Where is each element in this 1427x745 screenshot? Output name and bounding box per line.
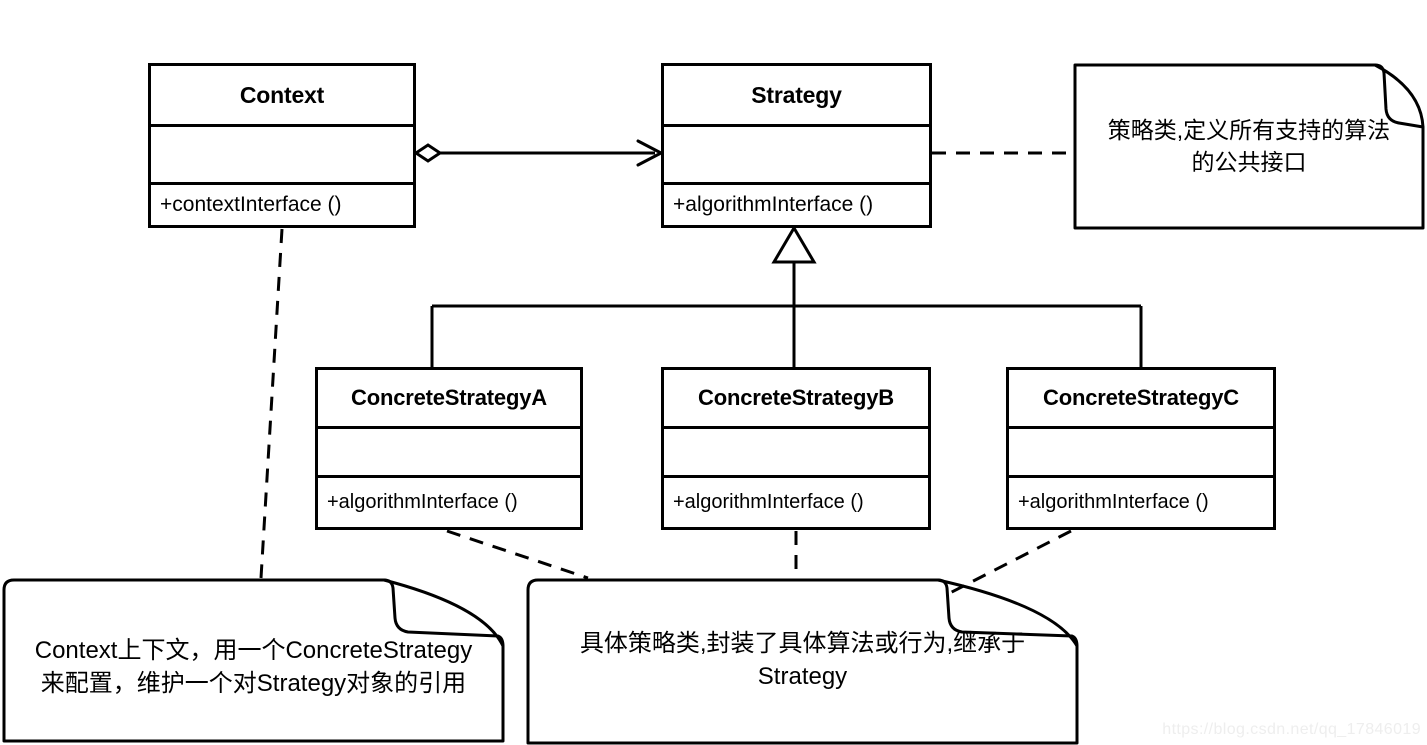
note-fold-icon [1374, 63, 1425, 128]
class-attributes-concrete-strategy-b [664, 426, 928, 475]
aggregation-context-strategy [413, 139, 663, 167]
note-text-concrete-strategy: 具体策略类,封装了具体算法或行为,继承于 Strategy [579, 629, 1026, 690]
class-box-concrete-strategy-c[interactable]: ConcreteStrategyC +algorithmInterface () [1006, 367, 1276, 530]
class-attributes-context [151, 124, 413, 182]
note-text-context: Context上下文，用一个ConcreteStrategy 来配置，维护一个对… [34, 636, 473, 697]
class-box-concrete-strategy-b[interactable]: ConcreteStrategyB +algorithmInterface () [661, 367, 931, 530]
class-name-concrete-strategy-c: ConcreteStrategyC [1043, 385, 1239, 410]
class-operations-concrete-strategy-c: +algorithmInterface () [1009, 475, 1273, 527]
hollow-diamond-icon [413, 143, 443, 163]
class-operations-context: +contextInterface () [151, 182, 413, 225]
note-body-path [2, 578, 505, 743]
watermark-text: https://blog.csdn.net/qq_17846019 [1162, 721, 1421, 738]
class-name-concrete-strategy-a: ConcreteStrategyA [351, 385, 547, 410]
note-shape-concrete [526, 578, 1079, 745]
hollow-triangle-icon [771, 225, 817, 264]
class-name-strategy: Strategy [751, 81, 842, 108]
class-operations-concrete-strategy-b: +algorithmInterface () [664, 475, 928, 527]
note-box-strategy[interactable]: 策略类,定义所有支持的算法 的公共接口 [1073, 63, 1425, 230]
class-attributes-strategy [664, 124, 929, 182]
class-name-concrete-strategy-b: ConcreteStrategyB [698, 385, 894, 410]
note-shape-context [2, 578, 505, 743]
open-arrow-icon [636, 139, 663, 167]
class-attributes-concrete-strategy-c [1009, 426, 1273, 475]
note-fold-icon [383, 578, 505, 647]
class-box-concrete-strategy-a[interactable]: ConcreteStrategyA +algorithmInterface () [315, 367, 583, 530]
class-name-context: Context [239, 81, 325, 108]
note-box-context[interactable]: Context上下文，用一个ConcreteStrategy 来配置，维护一个对… [2, 578, 505, 743]
class-attributes-concrete-strategy-a [318, 426, 580, 475]
class-operations-concrete-strategy-a: +algorithmInterface () [318, 475, 580, 527]
generalization-tree [430, 225, 1143, 367]
note-anchor-concrete-a [446, 529, 589, 580]
note-body-path [526, 578, 1079, 745]
note-shape-strategy [1073, 63, 1425, 230]
class-box-context[interactable]: Context +contextInterface () [148, 63, 416, 228]
note-anchor-context [259, 228, 284, 579]
class-box-strategy[interactable]: Strategy +algorithmInterface () [661, 63, 932, 228]
note-text-strategy: 策略类,定义所有支持的算法 的公共接口 [1107, 117, 1391, 175]
note-box-concrete-strategy[interactable]: 具体策略类,封装了具体算法或行为,继承于 Strategy [526, 578, 1079, 745]
class-operations-strategy: +algorithmInterface () [664, 182, 929, 225]
